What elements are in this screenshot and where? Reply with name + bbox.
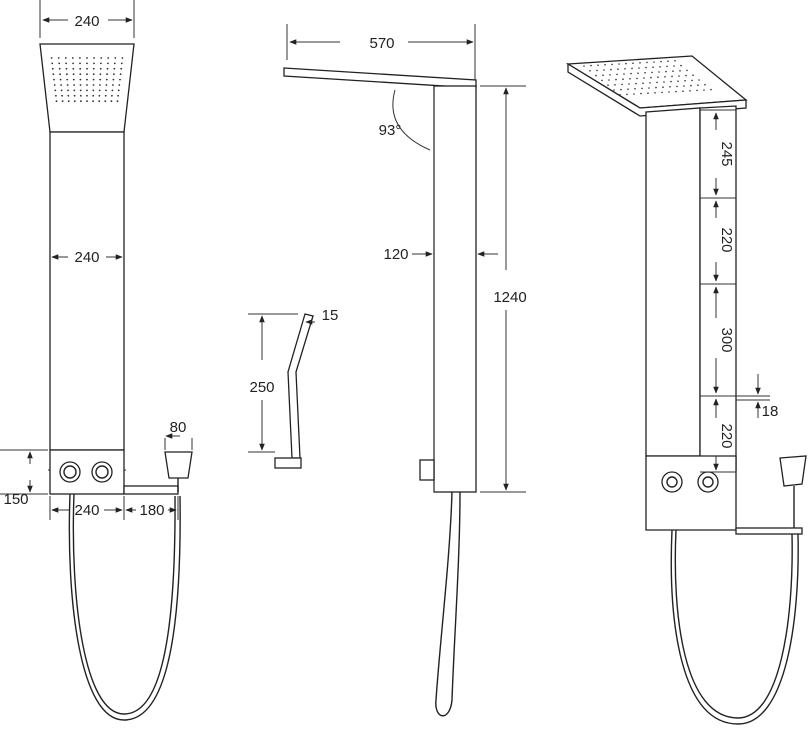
- hand-shower-diameter-label: 15: [322, 307, 339, 324]
- hose-perspective: [670, 529, 799, 725]
- hand-shower-offset-label: 180: [139, 502, 164, 519]
- side-view: 570 93° 120 1240: [283, 24, 527, 717]
- perspective-shelf: [735, 527, 803, 535]
- front-view: 240 240 70 105 70 150: [0, 0, 193, 721]
- shelf-thickness-label: 18: [762, 403, 779, 420]
- side-shower-head: [283, 67, 477, 89]
- shelf-spacing-2: 220: [718, 227, 735, 252]
- hand-shower-detail: 250 15: [248, 307, 339, 469]
- hose-side: [435, 491, 461, 717]
- control-width-label: 240: [74, 502, 99, 519]
- hose-front: [68, 493, 181, 721]
- perspective-knob-right: [697, 471, 719, 493]
- front-shelf: [123, 485, 179, 495]
- angle-label: 93°: [379, 122, 402, 139]
- perspective-hand-shower: [779, 455, 807, 487]
- valve-knob-left: [59, 461, 81, 483]
- control-height-label: 150: [3, 491, 28, 508]
- total-height-label: 1240: [493, 289, 526, 306]
- perspective-nozzles: [583, 60, 712, 96]
- panel-depth-label: 120: [383, 246, 408, 263]
- perspective-panel-front: [645, 107, 701, 457]
- panel-width-label: 240: [74, 249, 99, 266]
- perspective-view: 245 220 300 220 18: [565, 55, 807, 725]
- hand-shower-head-front: [164, 451, 193, 479]
- head-width-label: 240: [74, 13, 99, 30]
- hand-shower-width-label: 80: [170, 419, 187, 436]
- hand-shower-body: [287, 313, 314, 459]
- perspective-control-box: [645, 455, 737, 531]
- head-length-label: 570: [369, 35, 394, 52]
- side-valve: [419, 459, 435, 481]
- shelf-spacing-1: 245: [718, 141, 735, 166]
- perspective-knob-left: [661, 471, 683, 493]
- side-panel: [433, 85, 477, 493]
- valve-knob-right: [91, 461, 113, 483]
- shelf-spacing-3: 300: [718, 327, 735, 352]
- shelf-spacing-4: 220: [718, 423, 735, 448]
- hand-shower-base: [274, 457, 302, 469]
- hand-shower-length-label: 250: [249, 379, 274, 396]
- shower-nozzles: [50, 57, 124, 103]
- panel-body: [49, 131, 125, 451]
